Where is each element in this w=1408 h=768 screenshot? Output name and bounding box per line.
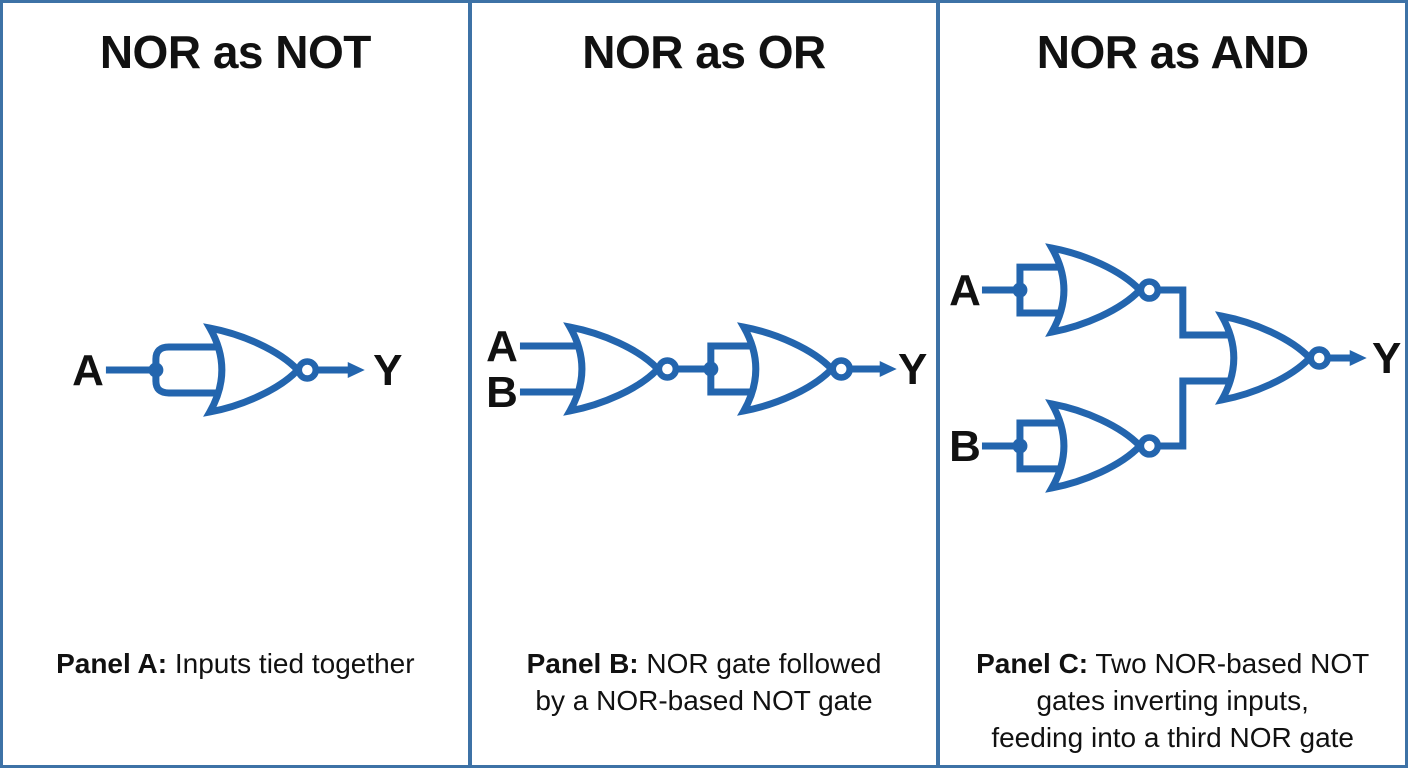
panel-b-title: NOR as OR (582, 26, 826, 78)
input-label-a: A (72, 346, 104, 395)
arrowhead-icon (879, 361, 897, 377)
input-label-b: B (949, 422, 981, 471)
caption-line: gates inverting inputs, (1036, 685, 1309, 716)
circuit-nor-as-or: A B Y (486, 322, 927, 417)
nor-gate-2 (743, 327, 849, 411)
caption-line: Panel A: Inputs tied together (56, 648, 415, 679)
panel-nor-as-not: NOR as NOT A Y Panel A: Inputs tied toge… (3, 3, 468, 765)
junction-dot (703, 361, 718, 377)
panel-nor-as-or: NOR as OR A B Y Panel B: NOR gate follow… (467, 3, 937, 765)
arrowhead-icon (347, 362, 365, 378)
circuit-nor-as-not: A Y (72, 113, 402, 621)
output-label-y: Y (898, 345, 927, 394)
circuit-nor-as-and: A B Y (949, 113, 1402, 621)
caption-line: Panel C: Two NOR-based NOT (976, 648, 1370, 679)
panel-a-caption: Panel A: Inputs tied together (56, 621, 415, 765)
panel-c-title: NOR as AND (1036, 26, 1309, 78)
input-label-b: B (486, 368, 518, 417)
nor-gate (210, 328, 316, 412)
panel-c-caption: Panel C: Two NOR-based NOT gates inverti… (976, 621, 1369, 765)
output-label-y: Y (1372, 334, 1401, 383)
caption-line: feeding into a third NOR gate (991, 722, 1354, 753)
panel-b-caption: Panel B: NOR gate followed by a NOR-base… (527, 621, 882, 765)
interstage-wire-top (1158, 286, 1251, 339)
panel-a-title: NOR as NOT (99, 26, 372, 78)
input-label-a: A (949, 266, 981, 315)
junction-dot-b (1012, 438, 1028, 454)
output-label-y: Y (373, 346, 402, 395)
caption-line: Panel B: NOR gate followed (526, 648, 882, 679)
panel-nor-as-and: NOR as AND A B Y Panel C: Two NOR-based … (936, 3, 1405, 765)
caption-line: by a NOR-based NOT gate (535, 685, 873, 716)
junction-dot-a (1012, 282, 1028, 298)
arrowhead-icon (1350, 350, 1368, 367)
nor-gate-3 (1222, 316, 1328, 400)
junction-dot (148, 362, 164, 378)
input-label-a: A (486, 322, 518, 371)
interstage-wire-bottom (1158, 377, 1251, 450)
nor-gate-2 (1052, 404, 1158, 488)
nor-gate-1 (1052, 248, 1158, 332)
nor-gate-1 (570, 327, 676, 411)
